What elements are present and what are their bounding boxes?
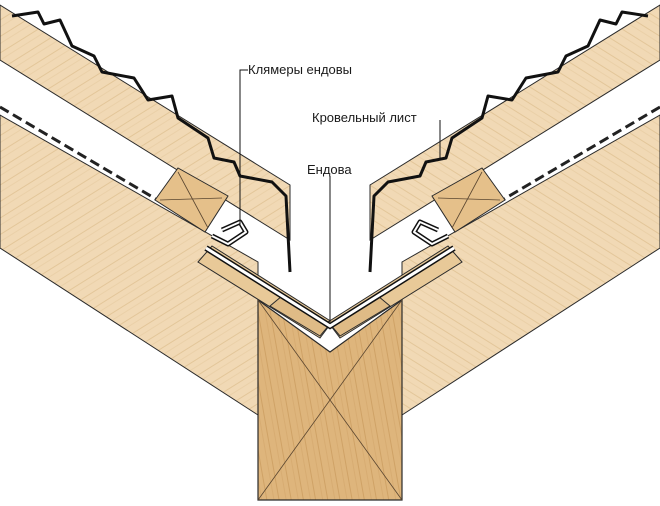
left-batten <box>154 167 229 233</box>
left-sheathing <box>0 4 291 241</box>
right-batten <box>431 167 506 233</box>
valley-clamps-label: Клямеры ендовы <box>248 62 352 77</box>
roof-sheet-label: Кровельный лист <box>312 110 417 125</box>
valley-clamps-leader <box>239 69 248 226</box>
right-roof-sheet <box>368 10 649 273</box>
right-sheathing <box>369 4 660 241</box>
valley-label: Ендова <box>307 162 352 177</box>
left-roof-sheet <box>11 10 292 273</box>
